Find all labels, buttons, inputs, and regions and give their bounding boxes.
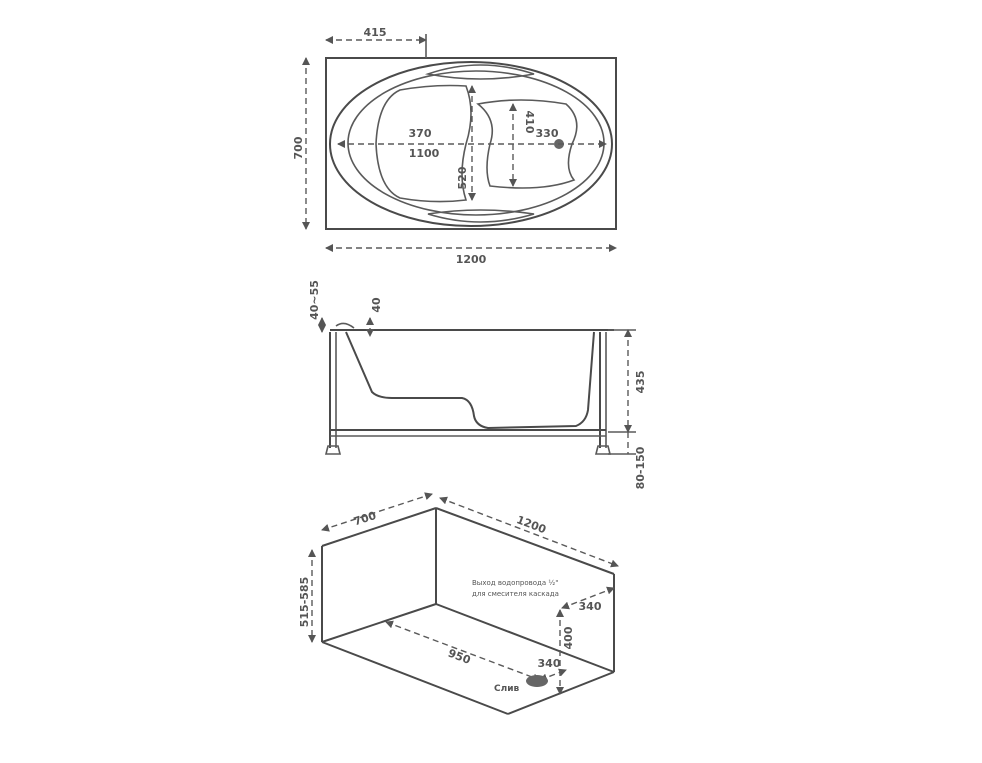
- dim-foot: 330: [536, 127, 559, 140]
- iso-dim-drain-offset: 340: [538, 657, 561, 670]
- dim-legs: 80-150: [634, 446, 647, 489]
- drain-iso: [526, 675, 548, 687]
- iso-dim-width: 700: [352, 509, 378, 529]
- iso-dim-height: 515-585: [298, 577, 311, 628]
- dim-inner-length: 1100: [409, 147, 440, 160]
- dim-width: 1200: [456, 253, 487, 266]
- pipe-note-line2: для смесителя каскада: [472, 590, 559, 598]
- dim-height: 700: [292, 136, 305, 159]
- top-view: 415 700 1200 1100 370 330 410 520: [292, 26, 617, 266]
- iso-view: 700 1200 515-585 950 340 340 400 Выход в…: [298, 492, 619, 715]
- dim-depth: 435: [634, 371, 647, 394]
- drain-label: Слив: [494, 684, 520, 694]
- tub-rim-ellipse: [347, 70, 605, 216]
- dim-bowl: 520: [456, 166, 469, 189]
- tub-outline-rect: [325, 57, 617, 230]
- dim-lip: 40: [370, 297, 383, 313]
- dim-rim: 40~55: [308, 280, 321, 320]
- dim-seat: 370: [409, 127, 432, 140]
- tub-profile: [345, 331, 595, 430]
- dim-offset: 415: [364, 26, 387, 39]
- iso-dim-length: 1200: [515, 513, 549, 536]
- tub-outer-ellipse: [329, 61, 613, 227]
- top-cap: [424, 64, 535, 80]
- bottom-cap: [427, 209, 535, 223]
- side-view: 40~55 40 435 80-150: [308, 280, 647, 489]
- iso-dim-pipe-offset: 340: [579, 600, 602, 613]
- iso-dim-drain-run: 950: [446, 647, 472, 667]
- pipe-note-line1: Выход водопровода ½": [472, 579, 558, 587]
- iso-dim-pipe-height: 400: [562, 626, 575, 649]
- dim-narrow: 410: [523, 111, 536, 134]
